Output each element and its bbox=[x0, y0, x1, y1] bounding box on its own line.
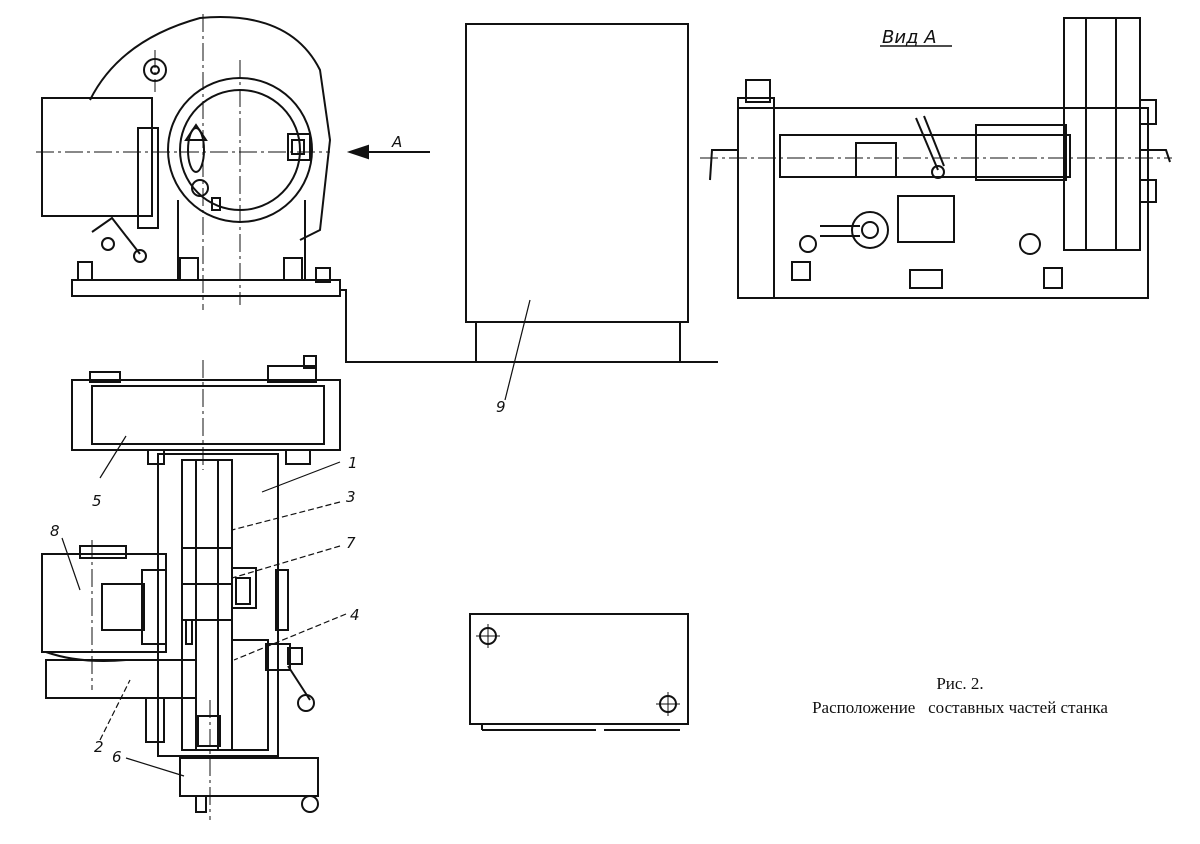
view-label: Вид А bbox=[882, 27, 937, 48]
figure-number: Рис. 2. bbox=[936, 674, 984, 693]
figure-caption-text: Расположение составных частей станка bbox=[812, 698, 1108, 717]
plan-column bbox=[157, 453, 279, 757]
control-cabinet bbox=[465, 23, 689, 401]
view-a-pulley bbox=[1063, 17, 1141, 251]
base-plate bbox=[71, 279, 341, 297]
part-number-4: 4 bbox=[350, 606, 360, 624]
part-number-9: 9 bbox=[496, 398, 506, 416]
floor-line bbox=[340, 289, 718, 363]
plan-motor bbox=[41, 553, 167, 653]
plan-bracket bbox=[45, 659, 197, 699]
leader-lines bbox=[61, 435, 347, 777]
motor-flange bbox=[137, 127, 159, 229]
plan-view bbox=[41, 355, 341, 820]
view-a bbox=[700, 17, 1172, 299]
scroll-housing bbox=[89, 16, 332, 241]
part-number-1: 1 bbox=[348, 454, 358, 472]
part-number-6: 6 bbox=[112, 748, 122, 766]
front-view bbox=[36, 14, 430, 310]
base-plate-view bbox=[469, 613, 689, 731]
part-number-7: 7 bbox=[346, 534, 356, 552]
part-number-2: 2 bbox=[94, 738, 104, 756]
part-number-8: 8 bbox=[50, 522, 60, 540]
arrow-label: А bbox=[391, 133, 402, 151]
part-number-5: 5 bbox=[92, 492, 102, 510]
plan-foot bbox=[179, 757, 319, 797]
figure-caption: Рис. 2. Расположение составных частей ст… bbox=[740, 672, 1180, 720]
part-number-3: 3 bbox=[346, 488, 356, 506]
plan-top-block bbox=[71, 379, 341, 451]
motor-body bbox=[41, 97, 153, 217]
